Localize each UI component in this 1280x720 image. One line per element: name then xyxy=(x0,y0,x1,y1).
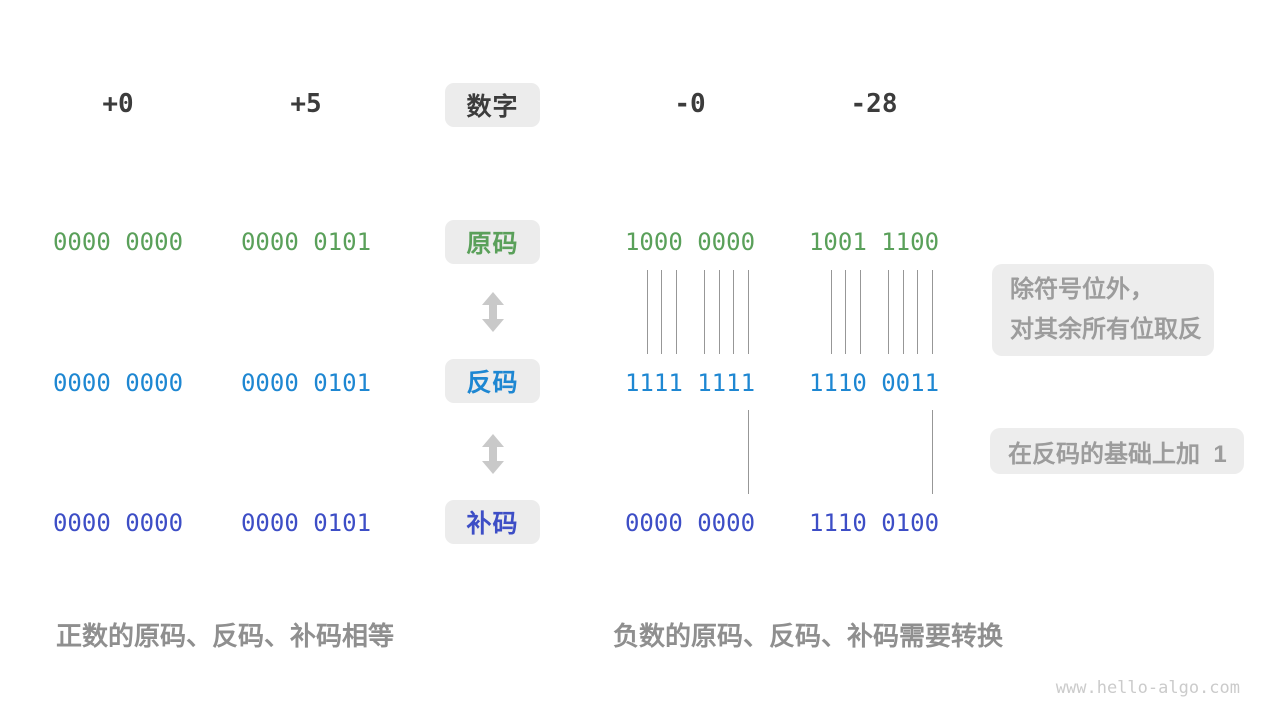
sign-magnitude-pos-zero: 0000 0000 xyxy=(52,228,184,256)
header-label: 数字 xyxy=(466,93,519,121)
connector-line xyxy=(704,270,705,354)
ones-complement-pos-five: 0000 0101 xyxy=(240,369,372,397)
add-one-line-neg-zero xyxy=(748,410,749,494)
ones-complement-label: 反码 xyxy=(466,369,519,397)
header-value-neg-28: -28 xyxy=(850,89,898,119)
twos-complement-pos-zero: 0000 0000 xyxy=(52,509,184,537)
connector-line xyxy=(917,270,918,354)
connector-line xyxy=(661,270,662,354)
twos-complement-label: 补码 xyxy=(466,510,519,538)
ones-complement-pos-zero: 0000 0000 xyxy=(52,369,184,397)
header-label-box: 数字 xyxy=(445,83,540,127)
invert-bits-note-line2: 对其余所有位取反 xyxy=(1010,316,1202,343)
connector-line xyxy=(748,270,749,354)
ones-complement-label-box: 反码 xyxy=(445,359,540,403)
sign-magnitude-neg-28: 1001 1100 xyxy=(808,228,940,256)
connector-line xyxy=(831,270,832,354)
invert-bits-note-line1: 除符号位外， xyxy=(1010,276,1154,303)
invert-bits-note: 除符号位外， 对其余所有位取反 xyxy=(992,264,1214,356)
up-down-arrow-icon xyxy=(482,434,504,474)
header-value-pos-five: +5 xyxy=(290,89,322,119)
website-watermark: www.hello-algo.com xyxy=(1055,678,1240,698)
negative-numbers-caption: 负数的原码、反码、补码需要转换 xyxy=(613,621,1004,651)
twos-complement-label-box: 补码 xyxy=(445,500,540,544)
connector-line xyxy=(647,270,648,354)
ones-complement-neg-zero: 1111 1111 xyxy=(624,369,756,397)
connector-line xyxy=(676,270,677,354)
connector-line xyxy=(733,270,734,354)
connector-line xyxy=(845,270,846,354)
sign-magnitude-neg-zero: 1000 0000 xyxy=(624,228,756,256)
connector-line xyxy=(932,270,933,354)
header-value-pos-zero: +0 xyxy=(102,89,134,119)
positive-numbers-caption: 正数的原码、反码、补码相等 xyxy=(56,621,395,651)
sign-magnitude-pos-five: 0000 0101 xyxy=(240,228,372,256)
ones-complement-neg-28: 1110 0011 xyxy=(808,369,940,397)
add-one-note-text: 在反码的基础上加 1 xyxy=(1008,440,1227,468)
add-one-line-neg-28 xyxy=(932,410,933,494)
up-down-arrow-icon xyxy=(482,292,504,332)
sign-magnitude-label: 原码 xyxy=(466,230,519,258)
add-one-note: 在反码的基础上加 1 xyxy=(990,428,1244,474)
header-value-neg-zero: -0 xyxy=(674,89,706,119)
twos-complement-neg-28: 1110 0100 xyxy=(808,509,940,537)
connector-line xyxy=(888,270,889,354)
connector-line xyxy=(903,270,904,354)
twos-complement-neg-zero: 0000 0000 xyxy=(624,509,756,537)
twos-complement-pos-five: 0000 0101 xyxy=(240,509,372,537)
connector-line xyxy=(860,270,861,354)
sign-magnitude-label-box: 原码 xyxy=(445,220,540,264)
connector-line xyxy=(719,270,720,354)
